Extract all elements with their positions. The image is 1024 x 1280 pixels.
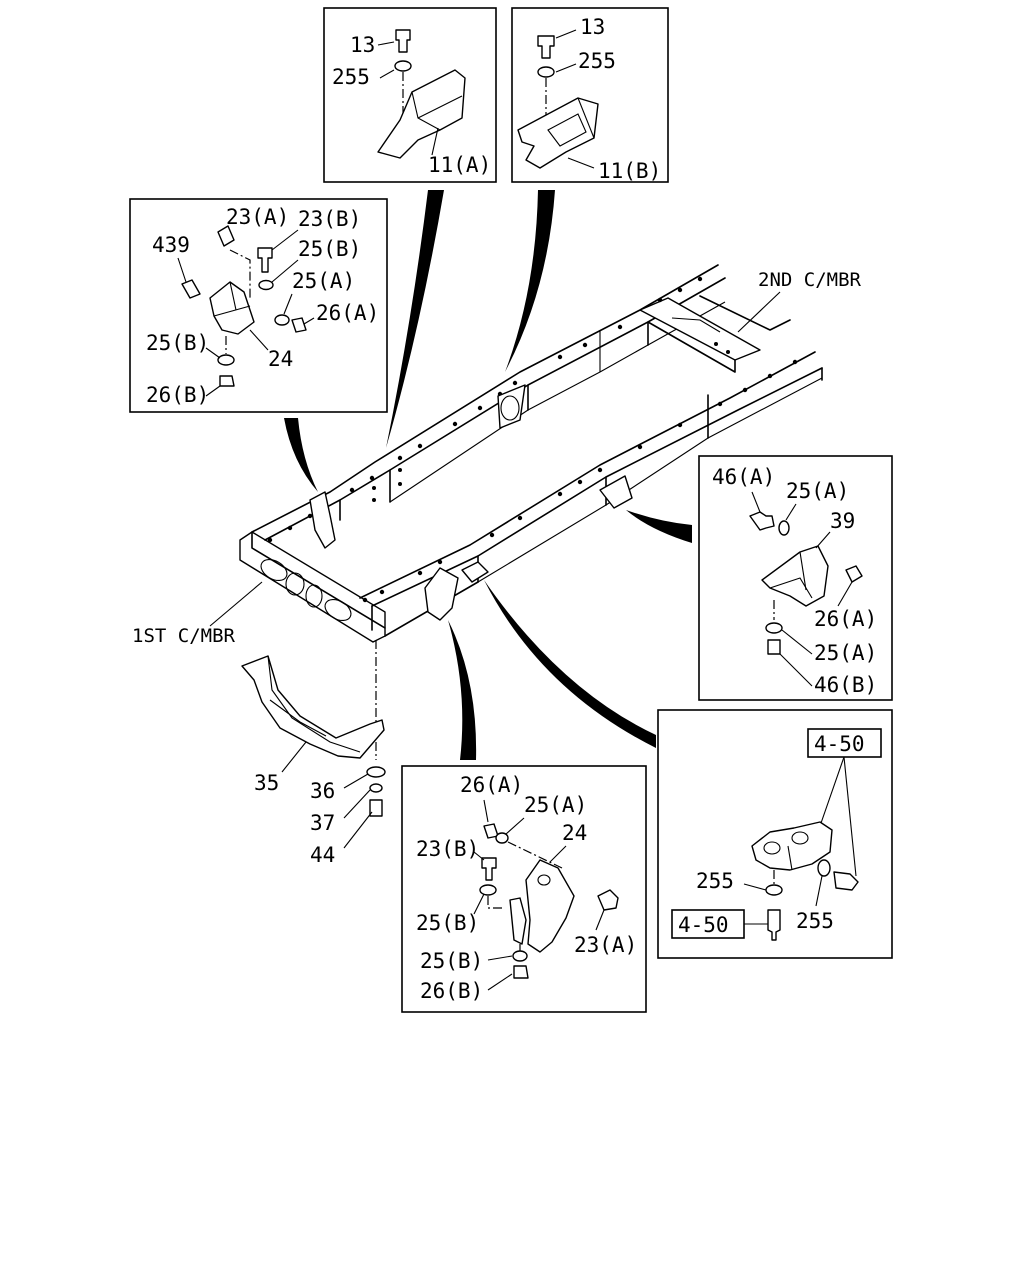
first-cross-member-label: 1ST C/MBR — [132, 625, 236, 647]
label-26b: 26(B) — [146, 383, 209, 407]
label-439: 439 — [152, 233, 190, 257]
label-13: 13 — [580, 15, 605, 39]
label-25a-bottom: 25(A) — [814, 641, 877, 665]
label-11a: 11(A) — [428, 153, 491, 177]
label-25b-top: 25(B) — [416, 911, 479, 935]
label-26b: 26(B) — [420, 979, 483, 1003]
label-13: 13 — [350, 33, 375, 57]
panel-reference-4-50: 4-50 255 4-50 255 — [657, 709, 893, 959]
label-25b-top: 25(B) — [298, 237, 361, 261]
panel-bracket-11b: 13 255 11(B) — [511, 7, 669, 183]
label-23a: 23(A) — [574, 933, 637, 957]
bolt-13-shape — [395, 29, 411, 53]
label-255: 255 — [578, 49, 616, 73]
label-255: 255 — [332, 65, 370, 89]
washer-255-shape — [537, 66, 555, 78]
label-39: 39 — [830, 509, 855, 533]
label-37: 37 — [310, 811, 335, 835]
bracket-24-shape — [525, 859, 575, 953]
label-11b: 11(B) — [598, 159, 661, 183]
first-cross-member — [239, 531, 386, 643]
bracket-4-50-shape — [751, 821, 833, 871]
bracket-11a-shape — [377, 69, 466, 159]
label-46b: 46(B) — [814, 673, 877, 697]
ref-box-top — [807, 728, 882, 758]
label-25a: 25(A) — [524, 793, 587, 817]
second-cross-member-label: 2ND C/MBR — [758, 269, 862, 291]
callout-pointers — [284, 190, 692, 760]
label-23a: 23(A) — [226, 205, 289, 229]
label-24: 24 — [562, 821, 587, 845]
panel-bracket-24-upper: 23(A) 23(B) 439 25(B) 25(A) 26(A) 25(B) … — [129, 198, 388, 413]
label-26a: 26(A) — [460, 773, 523, 797]
bracket-24-shape — [209, 281, 255, 335]
label-46a: 46(A) — [712, 465, 775, 489]
chassis-frame — [239, 264, 823, 643]
label-36: 36 — [310, 779, 335, 803]
panel-bracket-24-lower: 26(A) 25(A) 24 23(B) 25(B) 23(A) 25(B) 2… — [401, 765, 647, 1013]
label-255-right: 255 — [796, 909, 834, 933]
label-35: 35 — [254, 771, 279, 795]
label-23b: 23(B) — [416, 837, 479, 861]
label-25b-bottom: 25(B) — [420, 949, 483, 973]
label-44: 44 — [310, 843, 335, 867]
label-26a: 26(A) — [814, 607, 877, 631]
label-25a: 25(A) — [292, 269, 355, 293]
panel-bracket-11a: 13 255 11(A) — [323, 7, 497, 183]
label-255-left: 255 — [696, 869, 734, 893]
label-25a-top: 25(A) — [786, 479, 849, 503]
tank-bracket-group: 35 36 37 44 — [241, 640, 386, 867]
ref-4-50-bottom: 4-50 — [678, 913, 729, 937]
second-cross-member — [639, 297, 761, 361]
label-26a: 26(A) — [316, 301, 379, 325]
label-24: 24 — [268, 347, 293, 371]
washer-255-shape — [394, 60, 412, 72]
bracket-39-shape — [761, 545, 829, 607]
bracket-11b-shape — [517, 97, 599, 169]
bracket-35-shape — [241, 655, 385, 759]
ref-4-50-top: 4-50 — [814, 732, 865, 756]
bolt-13-shape — [537, 35, 555, 59]
label-25b-bottom: 25(B) — [146, 331, 209, 355]
label-23b: 23(B) — [298, 207, 361, 231]
panel-bracket-39: 46(A) 25(A) 39 26(A) 25(A) 46(B) — [698, 455, 893, 701]
